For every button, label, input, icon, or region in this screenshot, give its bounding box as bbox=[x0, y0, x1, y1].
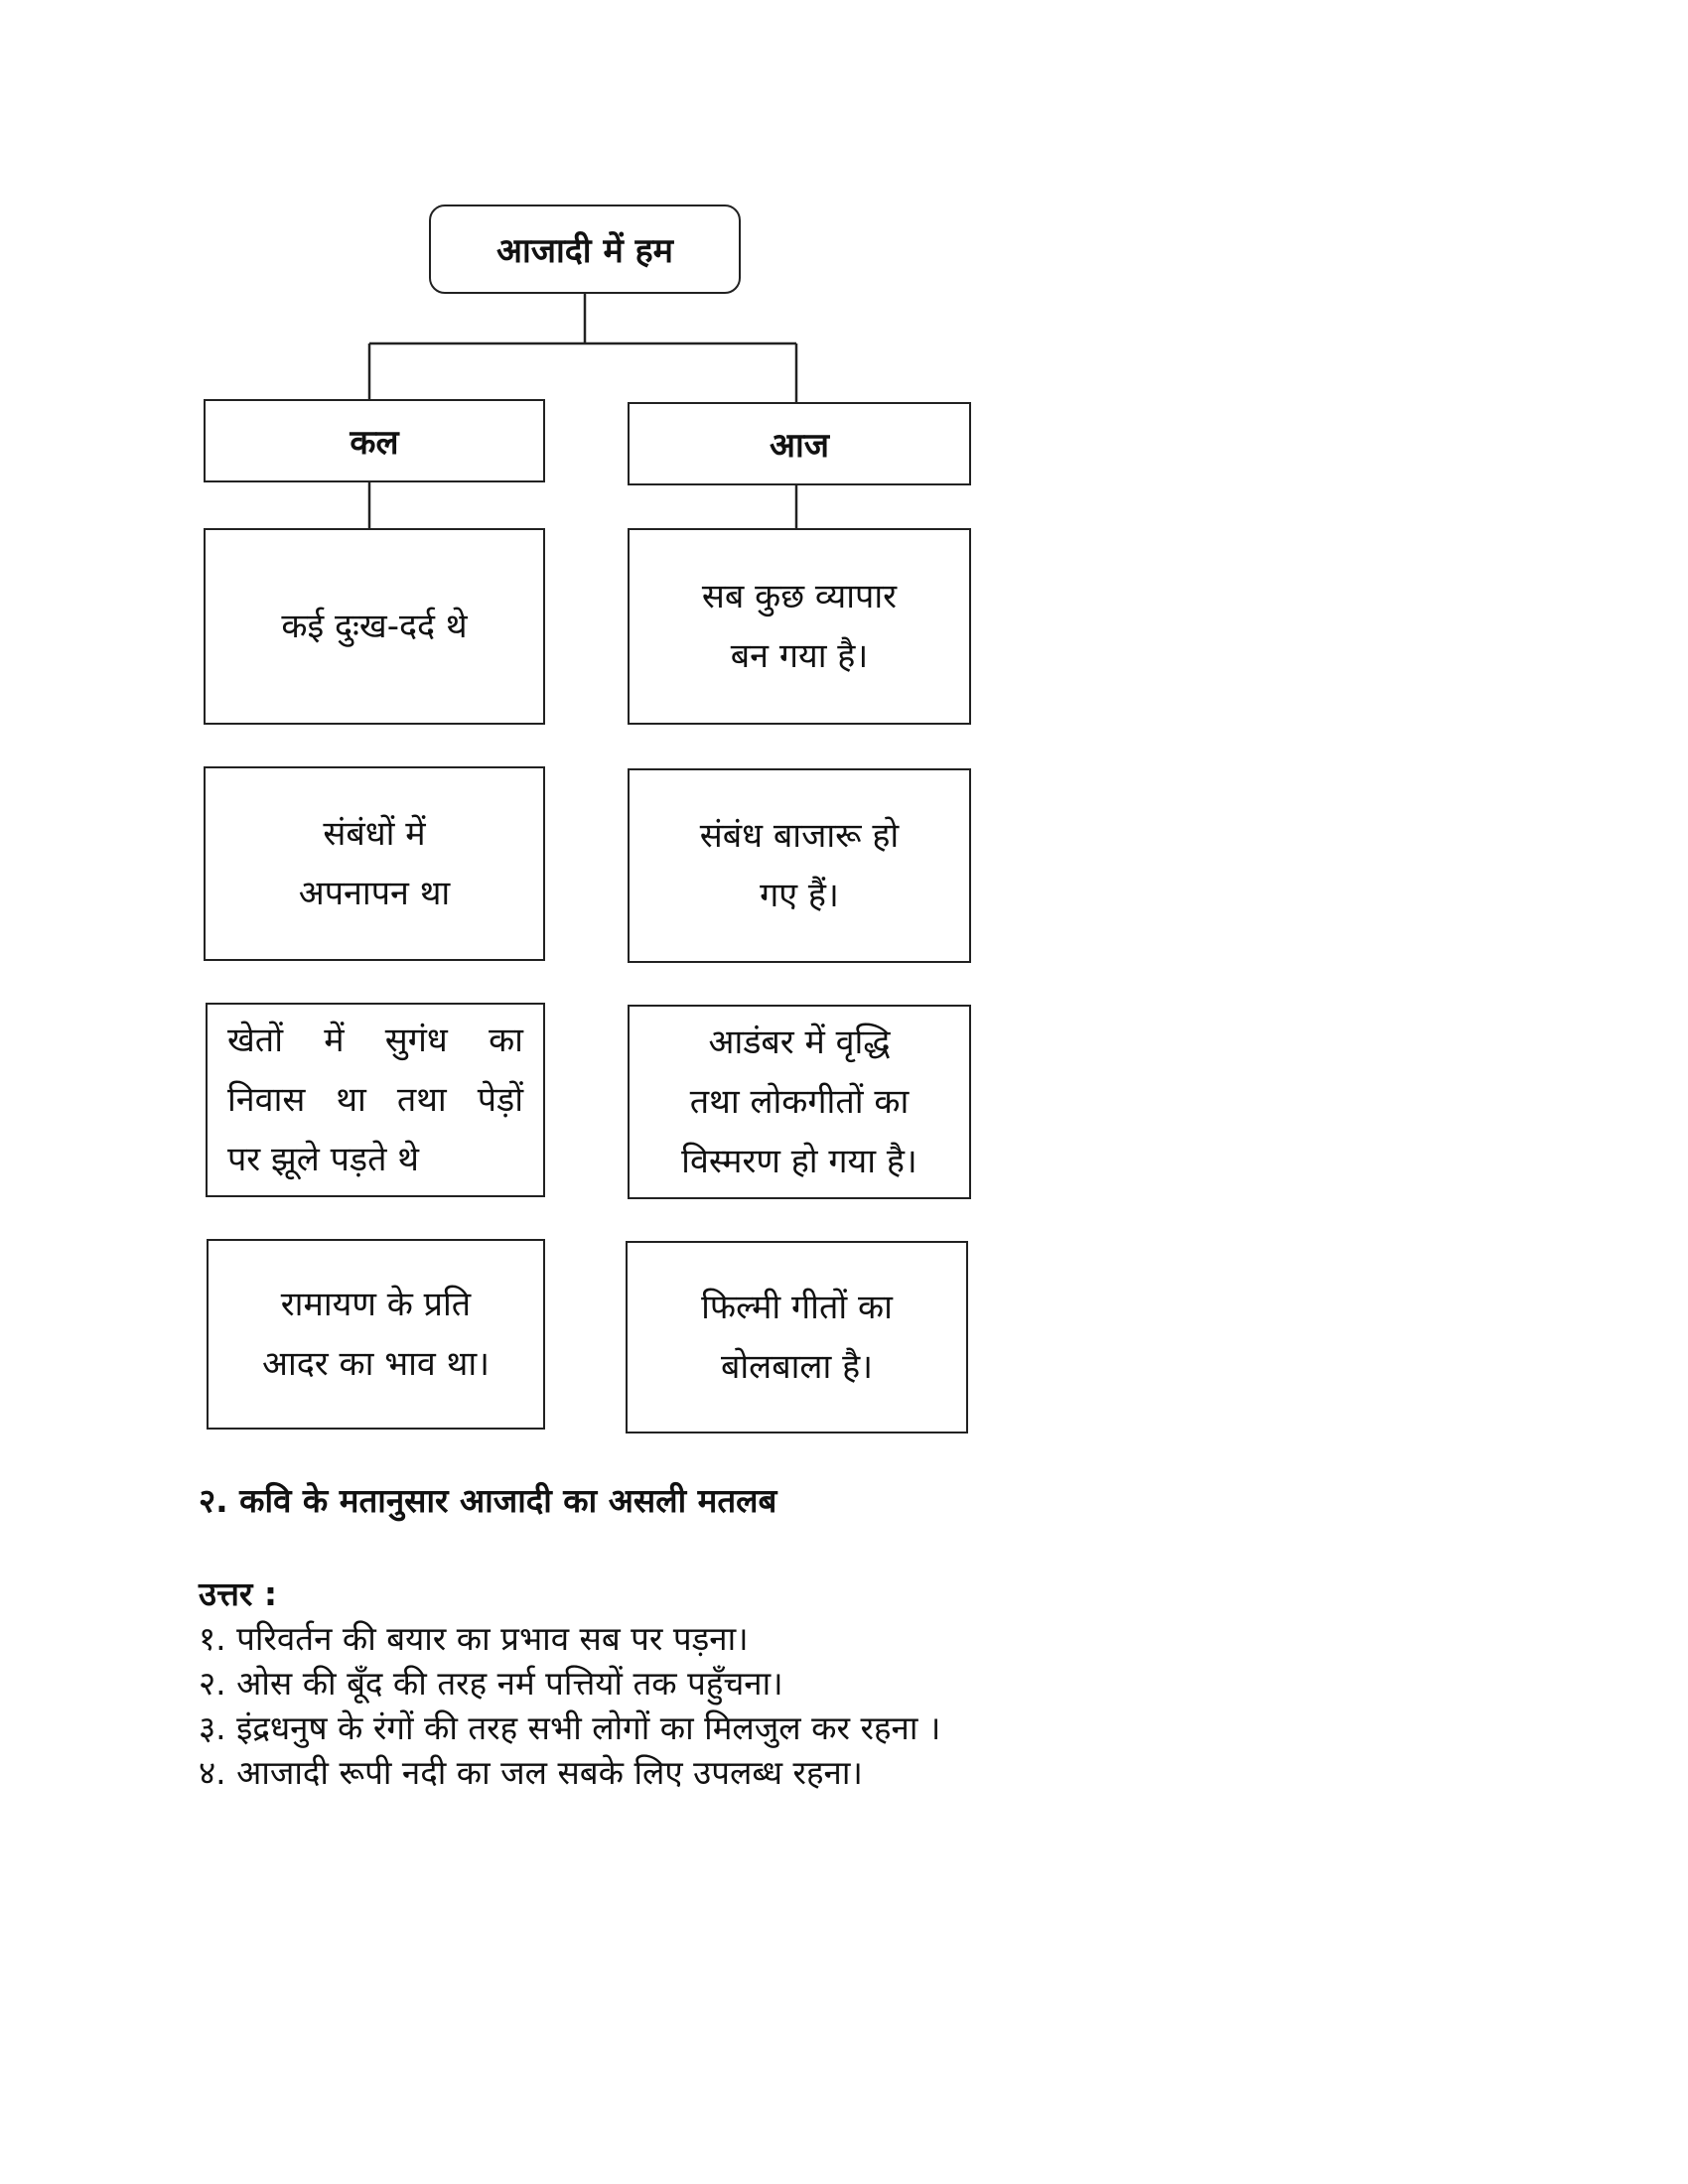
cell-line: विस्मरण हो गया है। bbox=[681, 1142, 917, 1181]
cell-line: रामायण के प्रति bbox=[280, 1285, 472, 1324]
cell-line: कई दुःख-दर्द थे bbox=[281, 607, 468, 646]
answer-item: २. ओस की बूँद की तरह नर्म पत्तियों तक पह… bbox=[199, 1664, 783, 1703]
answer-item: ४. आजादी रूपी नदी का जल सबके लिए उपलब्ध … bbox=[199, 1753, 863, 1792]
right-cell-row-4: फिल्मी गीतों का बोलबाला है। bbox=[626, 1241, 968, 1433]
right-header-box: आज bbox=[628, 402, 971, 485]
cell-line: बन गया है। bbox=[730, 636, 869, 676]
cell-line: संबंधों में bbox=[323, 814, 426, 854]
cell-line: बोलबाला है। bbox=[720, 1347, 874, 1387]
right-cell-row-2: संबंध बाजारू हो गए हैं। bbox=[628, 768, 971, 963]
left-header-box: कल bbox=[204, 399, 545, 482]
cell-line: सब कुछ व्यापार bbox=[701, 577, 898, 616]
answer-label: उत्तर : bbox=[199, 1574, 278, 1613]
cell-line: संबंध बाजारू हो bbox=[699, 816, 900, 856]
right-cell-row-1: सब कुछ व्यापार बन गया है। bbox=[628, 528, 971, 725]
cell-line: आदर का भाव था। bbox=[261, 1344, 491, 1384]
connector-lines bbox=[367, 294, 798, 528]
cell-line: गए हैं। bbox=[760, 876, 839, 915]
answer-item: ३. इंद्रधनुष के रंगों की तरह सभी लोगों क… bbox=[199, 1708, 941, 1747]
root-label: आजादी में हम bbox=[495, 231, 674, 271]
cell-line: तथा लोकगीतों का bbox=[689, 1082, 910, 1122]
answer-item: १. परिवर्तन की बयार का प्रभाव सब पर पड़न… bbox=[199, 1619, 749, 1658]
left-cell-row-2: संबंधों में अपनापन था bbox=[204, 766, 545, 961]
cell-line: निवास था तथा पेड़ों bbox=[227, 1080, 523, 1120]
left-cell-row-3: खेतों में सुगंध का निवास था तथा पेड़ों प… bbox=[206, 1003, 545, 1197]
root-box: आजादी में हम bbox=[429, 205, 741, 294]
answer-list: १. परिवर्तन की बयार का प्रभाव सब पर पड़न… bbox=[199, 1616, 940, 1795]
cell-line: फिल्मी गीतों का bbox=[701, 1288, 893, 1327]
right-header-label: आज bbox=[770, 426, 829, 466]
left-header-label: कल bbox=[350, 423, 399, 463]
cell-line: खेतों में सुगंध का bbox=[227, 1021, 523, 1060]
cell-line: पर झूले पड़ते थे bbox=[227, 1140, 420, 1179]
cell-line: आडंबर में वृद्धि bbox=[708, 1023, 891, 1062]
left-cell-row-1: कई दुःख-दर्द थे bbox=[204, 528, 545, 725]
right-cell-row-3: आडंबर में वृद्धि तथा लोकगीतों का विस्मरण… bbox=[628, 1005, 971, 1199]
question-heading: २. कवि के मतानुसार आजादी का असली मतलब bbox=[199, 1481, 777, 1520]
cell-line: अपनापन था bbox=[298, 874, 451, 913]
comparison-diagram: आजादी में हम कल आज कई दुःख-दर्द थे सब कु… bbox=[0, 0, 993, 1449]
left-cell-row-4: रामायण के प्रति आदर का भाव था। bbox=[207, 1239, 545, 1430]
